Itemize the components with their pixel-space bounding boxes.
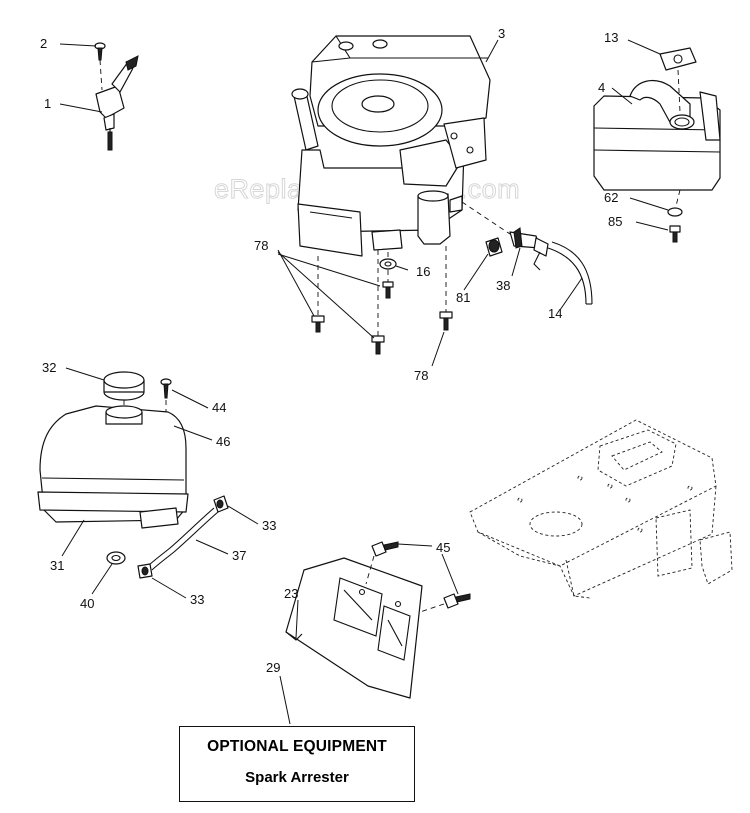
optional-equipment-box: OPTIONAL EQUIPMENT Spark Arrester — [179, 726, 415, 802]
callout-23: 23 — [284, 586, 298, 601]
callout-1: 1 — [44, 96, 51, 111]
bolts-part-45 — [365, 541, 471, 613]
callout-46: 46 — [216, 434, 230, 449]
washer-part-16 — [379, 258, 397, 270]
callout-40: 40 — [80, 596, 94, 611]
hose-clamp-part-33-upper — [213, 495, 229, 513]
drain-valve-part-38 — [509, 227, 549, 271]
callout-33-upper: 33 — [262, 518, 276, 533]
callout-78-bottom: 78 — [414, 368, 428, 383]
screw-part-44 — [160, 378, 172, 416]
optional-equipment-subtitle: Spark Arrester — [245, 769, 349, 786]
optional-equipment-title: OPTIONAL EQUIPMENT — [207, 738, 387, 755]
washer-part-62 — [667, 189, 683, 217]
callout-3: 3 — [498, 26, 505, 41]
callout-45: 45 — [436, 540, 450, 555]
gasket-part-13 — [659, 47, 697, 113]
callout-2: 2 — [40, 36, 47, 51]
mounting-bolts-78 — [311, 246, 453, 355]
callout-16: 16 — [416, 264, 430, 279]
drain-hose-part-14 — [547, 241, 593, 305]
fuel-tank-part-31 — [37, 405, 189, 529]
callout-44: 44 — [212, 400, 226, 415]
callout-85: 85 — [608, 214, 622, 229]
tractor-frame-reference — [469, 419, 733, 599]
grommet-part-40 — [106, 551, 126, 565]
callout-81: 81 — [456, 290, 470, 305]
callout-33-lower: 33 — [190, 592, 204, 607]
callout-13: 13 — [604, 30, 618, 45]
fuel-line-part-37 — [147, 507, 219, 571]
coupling-part-81 — [485, 237, 503, 257]
leader-lines — [59, 39, 669, 725]
callout-31: 31 — [50, 558, 64, 573]
callout-78-top: 78 — [254, 238, 268, 253]
engine-part — [291, 35, 491, 257]
throttle-control-part — [95, 55, 139, 151]
spark-arrester-plate-part-23 — [285, 557, 423, 699]
callout-4: 4 — [598, 80, 605, 95]
screw-part-2 — [94, 42, 106, 91]
screw-part-85 — [669, 225, 681, 243]
callout-37: 37 — [232, 548, 246, 563]
callout-32: 32 — [42, 360, 56, 375]
callout-62: 62 — [604, 190, 618, 205]
muffler-part — [593, 79, 721, 191]
hose-clamp-part-33-lower — [137, 563, 153, 579]
callout-labels: 2 1 3 13 4 62 85 78 16 81 38 14 78 32 44… — [40, 26, 622, 675]
callout-29: 29 — [266, 660, 280, 675]
fuel-cap-part-32 — [103, 371, 145, 412]
callout-38: 38 — [496, 278, 510, 293]
callout-14: 14 — [548, 306, 562, 321]
